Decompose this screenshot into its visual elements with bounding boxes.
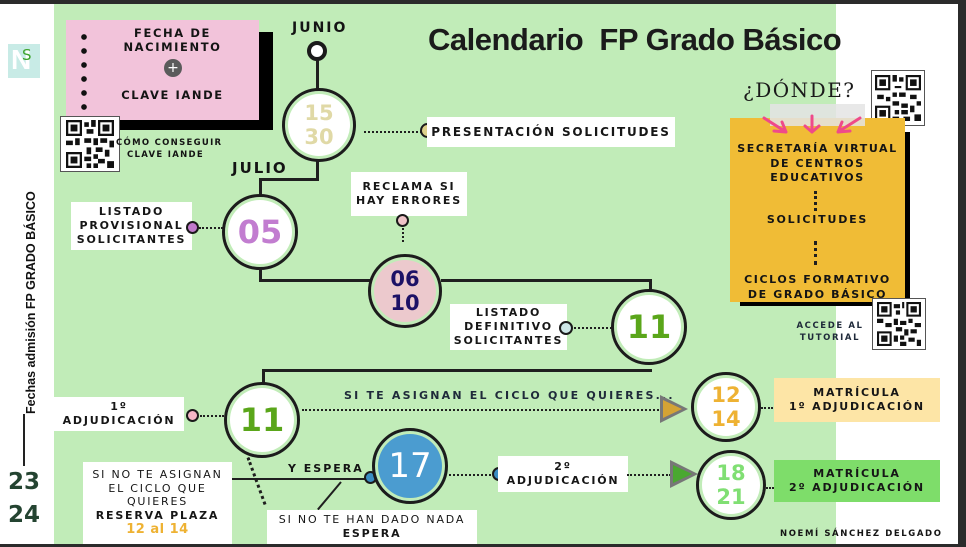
date-node-05: 05 [222,194,298,270]
qr-code-donde[interactable] [871,70,925,126]
qr-icon [877,302,921,346]
side-title: Fechas admisión FP GRADO BÁSICO [24,191,38,414]
author-credit: NOEMÍ SÁNCHEZ DELGADO [780,529,943,539]
poster-page: N S Fechas admisión FP GRADO BÁSICO 23 2… [0,4,958,544]
dotted-connector [364,131,422,133]
pink-card-line2: NACIMIENTO [123,40,222,54]
reclama-dot [396,214,409,227]
pink-card-line1: FECHA DE [134,26,211,40]
year-24: 24 [8,502,41,528]
connector-julio-v2 [259,178,262,200]
date-node-11-definitivo: 11 [611,289,687,365]
date-15: 15 [304,101,334,125]
year-23: 23 [8,469,41,495]
date-11: 11 [239,401,285,439]
pink-card-line3: CLAVE IANDE [121,88,224,102]
qr-icon [66,120,114,168]
label-y-espera: Y ESPERA [288,462,364,475]
connector-y-espera [232,478,370,480]
connector-05-06 [259,279,371,282]
month-junio: JUNIO [292,20,348,36]
donde-box [730,118,905,302]
logo-letter-n: N [11,44,32,75]
date-06: 06 [390,267,420,291]
date-21: 21 [716,485,746,509]
connector-11-left [262,369,265,385]
date-11: 11 [626,308,672,346]
date-node-18-21: 18 21 [696,450,766,520]
date-18: 18 [716,461,746,485]
side-line [23,414,25,466]
plus-icon: + [164,59,182,77]
dotted-connector-v [814,191,817,211]
dotted-connector [766,487,774,489]
qr-caption-clave-1: CÓMO CONSEGUIR [116,138,223,148]
connector-julio-v1 [316,160,319,180]
logo: N S [8,44,40,78]
dotted-connector [199,227,223,229]
label-presentacion-solicitudes: PRESENTACIÓN SOLICITUDES [427,117,675,147]
arrow-icons [760,114,870,138]
label-si-asignan: SI TE ASIGNAN EL CICLO QUE QUIERES... [344,389,675,402]
qr-icon [875,75,921,121]
arrow-triangle-orange-fill [663,400,682,418]
qr-code-clave-iande[interactable] [60,116,120,172]
dotted-connector-v [814,241,817,265]
date-node-15-30: 15 30 [282,88,356,162]
notebook-rings [81,30,87,120]
dotted-connector [449,474,495,476]
connector-julio-h [259,178,319,181]
date-30: 30 [304,125,334,149]
date-node-06-10: 06 10 [368,254,442,328]
donde-item-solicitudes: SOLICITUDES [766,213,869,226]
logo-letter-s: S [22,46,32,64]
donde-heading: ¿DÓNDE? [743,78,856,102]
date-node-17: 17 [372,428,448,504]
timeline-start-dot [307,41,327,61]
tape [770,104,865,126]
dotted-connector [761,407,773,409]
arrow-triangle-green-fill [673,465,692,483]
dotted-connector [574,327,612,329]
provisional-dot [186,221,199,234]
definitivo-dot [559,321,573,335]
date-05: 05 [237,213,283,251]
date-node-11-adjudicacion: 11 [224,382,300,458]
pink-card: FECHA DE NACIMIENTO + CLAVE IANDE [66,20,259,120]
date-node-12-14: 12 14 [691,372,761,442]
adj1-dot [186,409,199,422]
dotted-connector [200,415,224,417]
page-title: Calendario FP Grado Básico [428,22,842,57]
label-no-nada-espera: SI NO TE HAN DADO NADA ESPERA [267,510,477,544]
qr-caption-clave-2: CLAVE IANDE [127,150,205,160]
date-12: 12 [711,383,741,407]
dotted-connector-v [402,228,404,242]
connector-11-11 [262,369,652,372]
dotted-connector [627,474,671,476]
qr-code-tutorial[interactable] [872,298,926,350]
month-julio: JULIO [232,159,288,177]
date-10: 10 [390,291,420,315]
date-17: 17 [388,446,432,486]
connector-06-11 [441,279,652,282]
dotted-connector-long [302,409,662,411]
label-no-asignan-reserva: SI NO TE ASIGNAN EL CICLO QUE QUIERES RE… [83,462,232,544]
connector-05-down [259,268,262,282]
pink-arrows-icon [762,114,862,134]
connector-11-top [649,279,652,293]
connector-junio [316,60,319,92]
date-14: 14 [711,407,741,431]
